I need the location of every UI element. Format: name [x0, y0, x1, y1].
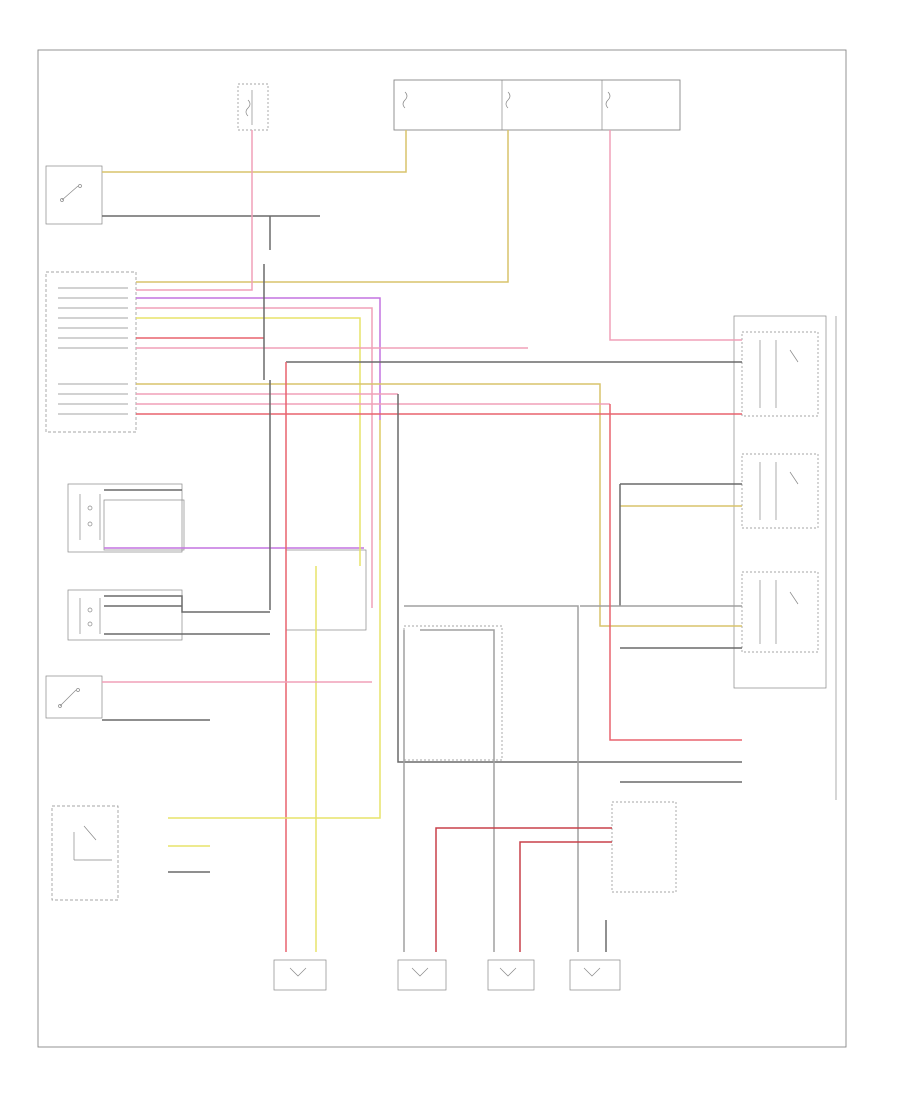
- wire-pink-3: [136, 307, 373, 608]
- splice-box-left: [103, 499, 185, 551]
- right-front-door-lock-switch: [67, 589, 183, 641]
- wire-black-6: [397, 394, 742, 763]
- fuse-panel: [393, 79, 681, 131]
- hot-at-all-times-fuse: [237, 83, 269, 131]
- wire-purple-1: [136, 297, 381, 540]
- door-ajar-switch: [45, 165, 103, 225]
- left-front-door-lock-switch: [67, 483, 183, 553]
- splice-box-lower: [403, 625, 503, 761]
- wire-red-1: [136, 130, 253, 291]
- diagram-frame: [37, 49, 847, 1048]
- wire-black-12: [104, 595, 270, 613]
- wire-yellow-3: [168, 420, 381, 819]
- splice-box-right: [611, 801, 677, 893]
- wire-tan-1: [102, 130, 407, 173]
- wire-tan-2: [136, 130, 509, 283]
- wire-gray-1: [404, 605, 579, 920]
- door-lock-switch: [45, 675, 103, 719]
- door-lock-relay-module: [733, 315, 827, 689]
- body-control-module: [45, 271, 137, 433]
- left-rear-door-lock-actuator: [487, 920, 535, 991]
- splice-box-center: [285, 549, 367, 631]
- unlock-relay: [741, 331, 819, 417]
- right-rear-door-lock-actuator: [569, 920, 621, 991]
- wire-pink-8: [609, 404, 742, 741]
- lock-relay: [741, 571, 819, 653]
- right-front-door-lock-actuator: [397, 920, 447, 991]
- wire-yellow-1: [136, 317, 361, 566]
- wire-tan-3: [136, 383, 742, 627]
- wire-pink-2: [609, 130, 742, 341]
- double-unlock-relay: [741, 453, 819, 529]
- transmission-range-switch: [51, 805, 119, 901]
- wire-dred-1: [435, 827, 612, 920]
- wire-dred-2: [519, 841, 612, 920]
- wire-gray-3: [420, 629, 495, 920]
- left-front-door-lock-actuator: [273, 920, 327, 991]
